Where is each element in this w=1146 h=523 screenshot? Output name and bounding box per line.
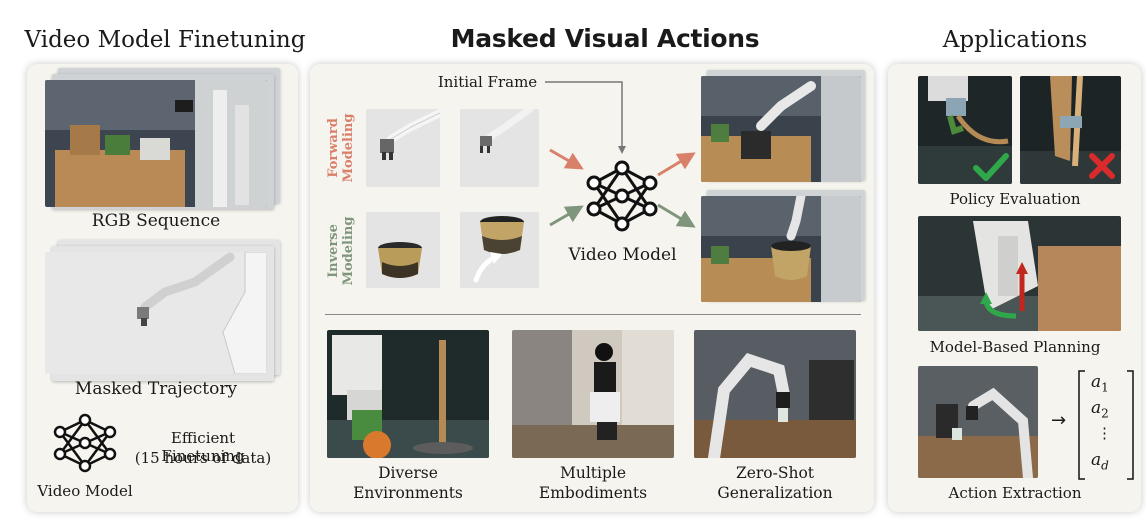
inverse-masked-frame-1 <box>366 212 440 288</box>
model-based-planning-caption: Model-Based Planning <box>929 338 1101 356</box>
zero-shot-generalization-image <box>694 330 856 458</box>
right-panel-title: Applications <box>942 27 1088 53</box>
inverse-masked-frame-2 <box>460 212 539 288</box>
center-divider <box>325 314 861 315</box>
multiple-embodiments-line2: Embodiments <box>538 484 648 502</box>
action-a1: a1 <box>1091 372 1109 394</box>
diverse-environments-line2: Environments <box>353 484 463 502</box>
rgb-frame-image <box>45 80 267 207</box>
masked-frame-image <box>45 252 267 374</box>
policy-evaluation-caption: Policy Evaluation <box>949 190 1081 208</box>
action-extraction-image <box>918 366 1038 478</box>
multiple-embodiments-line1: Multiple <box>559 464 627 482</box>
a1-symbol: a <box>1091 372 1102 392</box>
action-a2: a2 <box>1091 398 1109 420</box>
forward-label-line2: Modeling <box>341 113 356 183</box>
inverse-label-line1: Inverse <box>326 224 341 278</box>
action-vector-bracket <box>1078 370 1134 480</box>
efficient-finetuning-line2: (15 hours of data) <box>134 449 272 467</box>
action-vdots: ⋮ <box>1097 424 1112 442</box>
forward-label-line1: Forward <box>326 118 341 178</box>
zero-shot-line1: Zero-Shot <box>735 464 815 482</box>
action-arrow: → <box>1051 410 1067 431</box>
diverse-environments-line1: Diverse <box>378 464 438 482</box>
zero-shot-line2: Generalization <box>717 484 833 502</box>
rgb-sequence-caption: RGB Sequence <box>91 211 221 231</box>
left-video-model-label: Video Model <box>37 482 133 500</box>
forward-output-image <box>701 76 861 182</box>
multiple-embodiments-image <box>512 330 674 458</box>
initial-frame-label: Initial Frame <box>437 73 538 91</box>
left-panel-title: Video Model Finetuning <box>24 27 306 53</box>
policy-success-image <box>918 76 1012 184</box>
inverse-modeling-label: Inverse Modeling <box>326 211 356 291</box>
ad-symbol: a <box>1091 450 1102 470</box>
forward-masked-frame-2 <box>460 109 539 187</box>
center-panel-title: Masked Visual Actions <box>450 24 760 53</box>
action-ad: ad <box>1091 450 1109 472</box>
model-flow-arrows <box>549 148 696 228</box>
diverse-environments-image <box>327 330 489 458</box>
inverse-output-image <box>701 196 861 302</box>
video-model-network-icon <box>586 160 658 232</box>
action-extraction-caption: Action Extraction <box>948 484 1082 502</box>
forward-masked-frame-1 <box>366 109 440 187</box>
efficient-finetuning-line1: Efficient Finetuning <box>161 429 245 465</box>
a1-subscript: 1 <box>1101 380 1109 395</box>
a2-subscript: 2 <box>1101 406 1109 421</box>
ad-subscript: d <box>1101 458 1109 473</box>
policy-failure-image <box>1020 76 1121 184</box>
inverse-label-line2: Modeling <box>341 216 356 286</box>
a2-symbol: a <box>1091 398 1102 418</box>
masked-trajectory-caption: Masked Trajectory <box>74 379 238 399</box>
initial-frame-connector <box>545 81 626 154</box>
forward-modeling-label: Forward Modeling <box>326 108 356 188</box>
neural-network-icon <box>53 413 117 473</box>
center-video-model-label: Video Model <box>568 245 677 265</box>
model-based-planning-image <box>918 216 1121 331</box>
